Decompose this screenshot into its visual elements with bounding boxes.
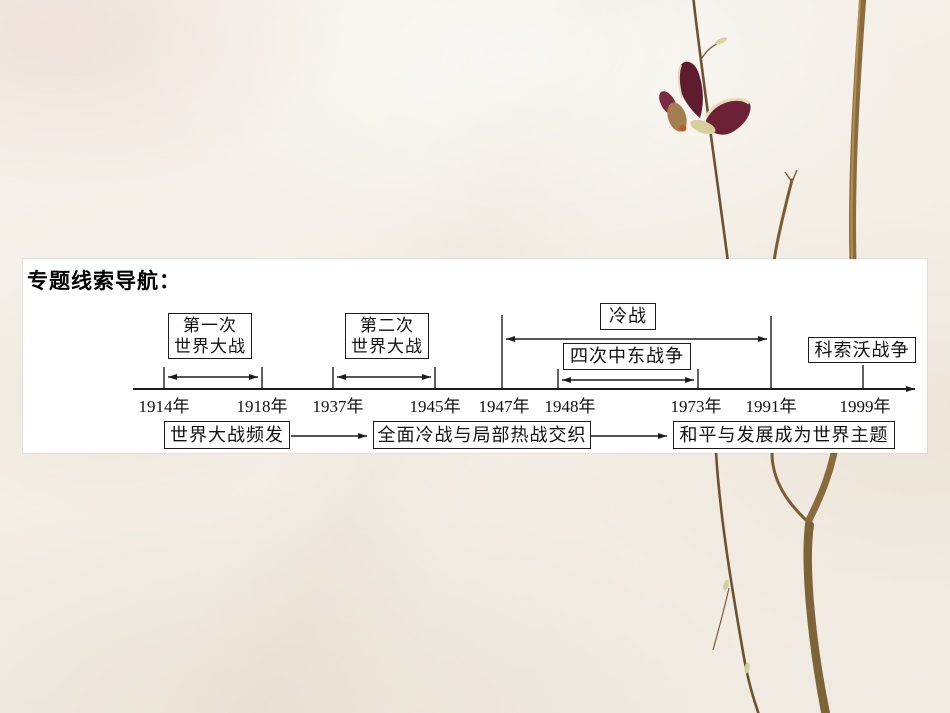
era-label-line: 四次中东战争 [570,346,684,366]
era-box-cold-war: 冷战 [600,303,656,330]
year-label-1918: 1918年 [236,397,288,416]
bud-icon [744,662,750,674]
year-label-1999: 1999年 [839,397,891,416]
year-label-1947: 1947年 [478,397,530,416]
era-label-line: 世界大战 [174,337,246,356]
era-label-line: 冷战 [609,306,647,326]
twig-icon [712,587,730,651]
era-box-kosovo-war: 科索沃战争 [808,337,916,363]
year-label-1973: 1973年 [670,397,722,416]
era-box-second-world-war: 第二次 世界大战 [345,313,429,359]
year-label-1945: 1945年 [409,397,461,416]
era-box-first-world-war: 第一次 世界大战 [168,313,252,359]
era-label-line: 世界大战 [351,337,423,356]
butterfly-icon [659,61,751,135]
phase-label: 全面冷战与局部热战交织 [377,424,587,445]
phase-box-cold-war-hot-war: 全面冷战与局部热战交织 [373,421,591,449]
content-panel: 专题线索导航： [23,259,927,453]
year-label-1991: 1991年 [745,397,797,416]
phase-box-world-wars: 世界大战频发 [164,421,290,449]
branch-highlight-icon [850,0,861,261]
phase-label: 和平与发展成为世界主题 [679,424,889,445]
era-label-line: 第二次 [360,316,414,335]
leaf-icon [714,37,728,45]
branch-lower-icon [803,521,830,713]
bud-icon [723,579,729,591]
phase-box-peace-development: 和平与发展成为世界主题 [673,421,895,449]
year-label-1948: 1948年 [544,397,596,416]
year-label-1937: 1937年 [312,397,364,416]
era-box-middle-east-wars: 四次中东战争 [563,343,691,370]
era-label-line: 科索沃战争 [814,339,910,360]
year-label-1914: 1914年 [138,397,190,416]
timeline-diagram [133,315,915,439]
twig-fork-icon [784,169,798,183]
twig-icon [701,42,720,59]
phase-label: 世界大战频发 [170,424,284,445]
era-label-line: 第一次 [183,316,237,335]
section-title: 专题线索导航： [27,270,181,293]
